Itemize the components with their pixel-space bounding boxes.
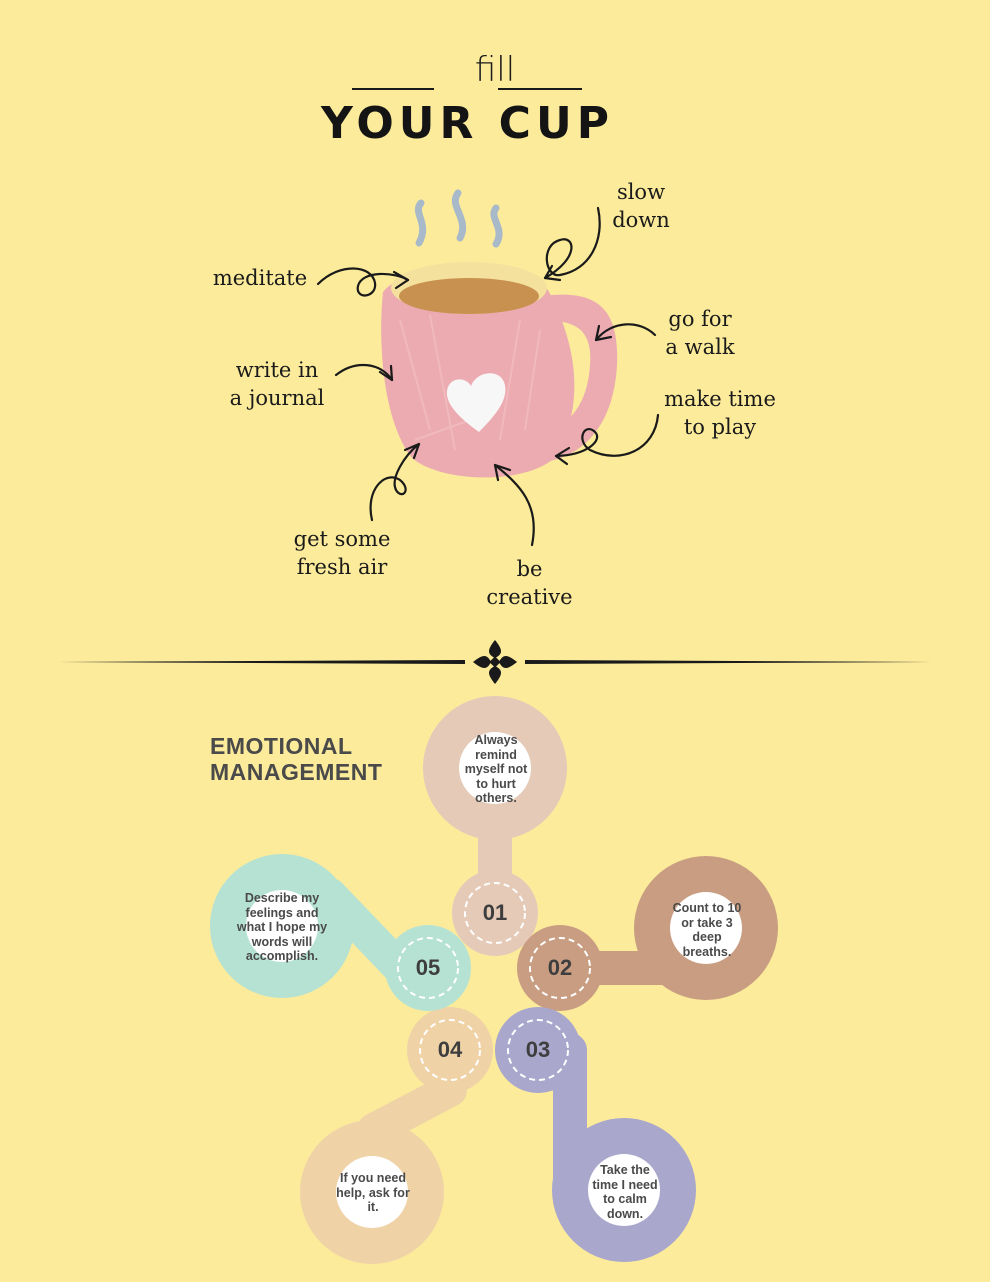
- arrow-slow-down: [543, 206, 601, 280]
- coffee-surface: [399, 278, 539, 314]
- step-text-02: Count to 10 or take 3 deep breaths.: [672, 901, 742, 959]
- steam-icon: [414, 189, 503, 248]
- step-number-02: 02: [547, 955, 573, 980]
- step-number-04: 04: [437, 1037, 463, 1062]
- arrow-play: [554, 413, 660, 458]
- arrow-air: [369, 442, 421, 522]
- step-number-01: 01: [482, 900, 508, 925]
- steps-diagram: [210, 696, 778, 1264]
- step-text-05: Describe my feelings and what I hope my …: [236, 891, 328, 963]
- arrow-meditate: [316, 267, 410, 297]
- step-text-01: Always remind myself not to hurt others.: [464, 733, 528, 805]
- title-rule-right: [498, 88, 582, 90]
- idea-meditate: meditate: [212, 266, 308, 290]
- arrow-walk: [594, 323, 657, 342]
- step-number-05: 05: [415, 955, 441, 980]
- arrow-creative: [493, 463, 535, 547]
- step-text-03: Take the time I need to calm down.: [592, 1163, 658, 1221]
- section-title: EMOTIONAL MANAGEMENT: [210, 733, 383, 785]
- ornament-icon: [473, 640, 517, 684]
- step-number-03: 03: [525, 1037, 551, 1062]
- arrow-journal: [334, 363, 394, 382]
- section-divider: [58, 640, 932, 684]
- heart-icon: [446, 373, 506, 432]
- step-text-04: If you need help, ask for it.: [336, 1171, 410, 1214]
- cup-handle-icon: [520, 294, 618, 462]
- page-title: YOUR CUP: [321, 98, 614, 149]
- title-rule-left: [352, 88, 434, 90]
- script-word: fill: [474, 50, 516, 90]
